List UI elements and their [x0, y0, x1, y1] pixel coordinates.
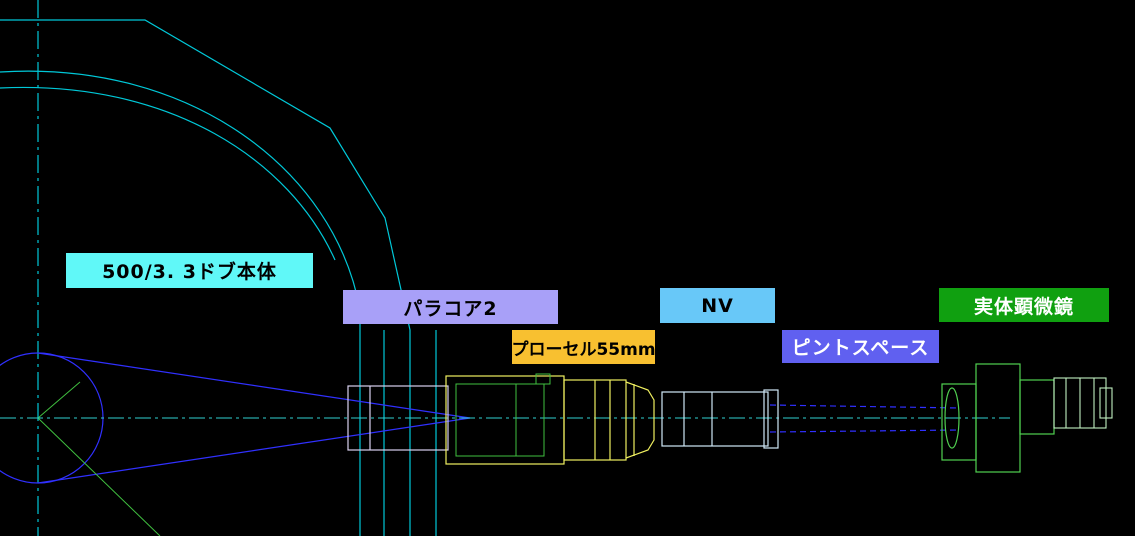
support-lines — [37, 381, 161, 536]
paracore-label: パラコア2 — [343, 290, 558, 324]
paracore-component — [347, 385, 449, 451]
tube-ring-outer-arc — [0, 70, 361, 536]
nv-component — [661, 389, 779, 449]
light-ray-upper — [37, 352, 471, 419]
focus-spacer-label: ピントスペース — [782, 330, 939, 363]
light-ray-upper-extension — [769, 404, 961, 409]
microscope-eyepiece — [1053, 377, 1113, 429]
procell-clamp — [535, 373, 551, 385]
nv-front-ring — [763, 389, 779, 449]
microscope-neck — [1019, 379, 1055, 435]
procell-component — [445, 375, 655, 465]
support-line-down — [37, 417, 161, 536]
procell-housing-back — [445, 375, 565, 465]
microscope-objective — [944, 387, 960, 449]
stereo-microscope-label: 実体顕微鏡 — [939, 288, 1109, 322]
support-line-up — [37, 381, 81, 419]
procell-inner-parts — [455, 373, 551, 457]
microscope-component — [941, 363, 1055, 473]
procell-inner-cell — [455, 383, 545, 457]
light-ray-lower — [37, 417, 471, 484]
light-ray-lower-extension — [769, 429, 961, 433]
paracore-tube — [347, 385, 449, 451]
procell-taper — [625, 381, 655, 459]
procell-label: プローセル55mm — [511, 330, 656, 364]
tube-ring-inner-arc — [0, 86, 336, 261]
nv-body — [661, 391, 769, 447]
octagon-frame-outer — [0, 19, 411, 536]
dob-body-label: 500/3. 3ドブ本体 — [66, 253, 313, 288]
dob-body-structure — [0, 0, 437, 536]
nv-label: NV — [660, 288, 775, 323]
eyepiece-cup — [1099, 387, 1113, 419]
